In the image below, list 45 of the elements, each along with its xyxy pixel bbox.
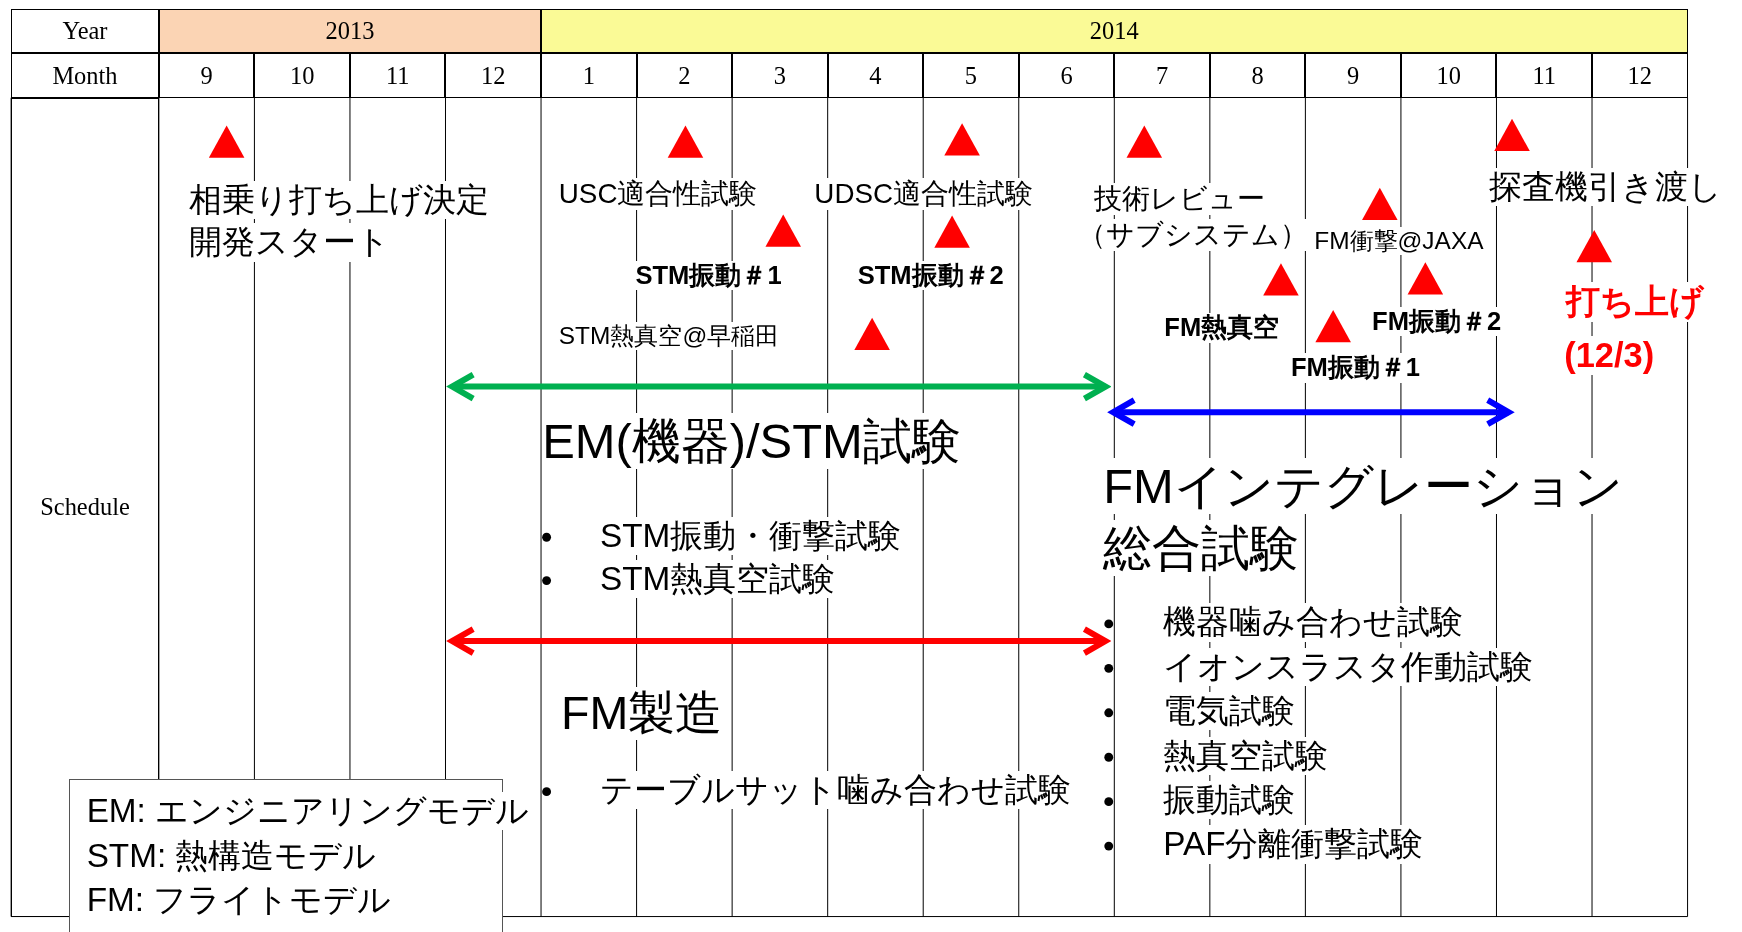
bullet-text: PAF分離衝撃試験 xyxy=(1163,825,1424,864)
milestone-label: USC適合性試験 xyxy=(558,177,758,210)
header-cell: Month xyxy=(11,53,159,98)
month-cell: 7 xyxy=(1114,53,1210,98)
milestone-label: UDSC適合性試験 xyxy=(814,177,1033,210)
milestone-label: 相乗り打ち上げ決定 xyxy=(188,181,489,220)
milestone-label: FM熱真空 xyxy=(1164,313,1280,343)
bullet-text: STM熱真空試験 xyxy=(599,559,836,599)
bullet-text: 振動試験 xyxy=(1163,781,1296,820)
legend-text: EM: エンジニアリングモデル xyxy=(86,792,530,831)
legend-text: STM: 熱構造モデル xyxy=(86,836,377,875)
bullet-text: テーブルサット噛み合わせ試験 xyxy=(599,771,1071,810)
month-cell: 6 xyxy=(1018,53,1115,98)
year-cell: 2013 xyxy=(158,8,542,54)
milestone-label: FM振動＃2 xyxy=(1372,306,1502,336)
bullet-text: 電気試験 xyxy=(1163,692,1296,731)
milestone-label: 打ち上げ xyxy=(1566,282,1705,322)
header-cell: Year xyxy=(11,8,159,54)
milestone-label: (12/3) xyxy=(1564,335,1655,376)
month-cell: 8 xyxy=(1209,53,1306,98)
bullet-text: イオンスラスタ作動試験 xyxy=(1163,647,1534,686)
month-cell: 12 xyxy=(1592,53,1688,98)
month-cell: 10 xyxy=(1400,53,1497,98)
month-cell: 4 xyxy=(827,53,924,98)
month-cell: 1 xyxy=(541,53,637,98)
milestone-label: 技術レビュー xyxy=(1094,183,1266,216)
milestone-label: STM振動＃1 xyxy=(635,261,782,291)
month-cell: 11 xyxy=(349,53,446,98)
milestone-label: STM振動＃2 xyxy=(857,261,1004,291)
milestone-label: FM振動＃1 xyxy=(1290,353,1421,383)
month-cell: 11 xyxy=(1496,53,1592,98)
month-cell: 5 xyxy=(923,53,1019,98)
section-heading: FM製造 xyxy=(561,686,723,741)
month-cell: 3 xyxy=(732,53,828,98)
section-heading: 総合試験 xyxy=(1103,519,1300,577)
bullet-text: STM振動・衝撃試験 xyxy=(599,516,902,555)
month-cell: 9 xyxy=(1305,53,1401,98)
month-cell: 10 xyxy=(254,53,350,98)
month-cell: 12 xyxy=(445,53,541,98)
bullet-text: 機器噛み合わせ試験 xyxy=(1163,603,1464,642)
month-cell: 2 xyxy=(636,53,733,98)
year-cell: 2014 xyxy=(541,8,1688,54)
bullet-text: 熱真空試験 xyxy=(1163,736,1329,775)
milestone-label: FM衝撃@JAXA xyxy=(1314,226,1484,255)
month-cell: 9 xyxy=(158,53,255,98)
